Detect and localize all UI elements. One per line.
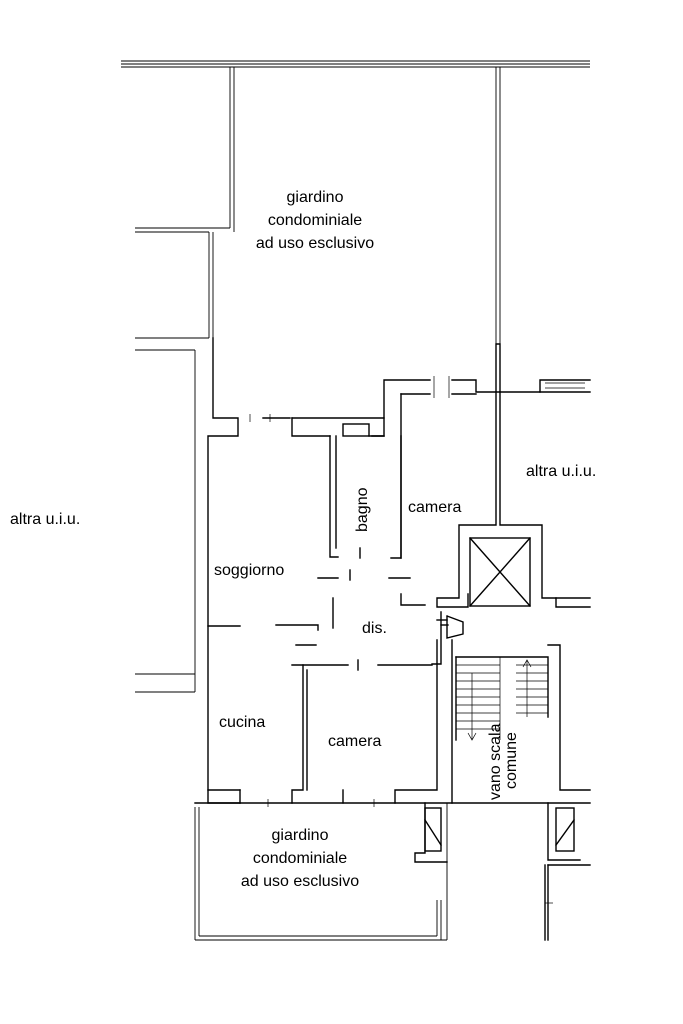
elevator-shaft [436, 391, 591, 608]
top-garden-boundary [135, 67, 501, 344]
bottom-garden-line-2: condominiale [252, 850, 348, 867]
comune-label: comune [503, 732, 520, 789]
internal-partitions [207, 569, 442, 804]
top-boundary-wall [121, 60, 590, 68]
left-unit-label: altra u.i.u. [10, 511, 81, 528]
staircase [451, 639, 591, 804]
bottom-garden-label: giardino condominiale ad uso esclusivo [210, 826, 390, 891]
top-garden-label: giardino condominiale ad uso esclusivo [230, 188, 400, 253]
bagno-walls [329, 423, 402, 559]
bottom-pilasters [414, 802, 591, 941]
bottom-garden-line-1: giardino [271, 827, 329, 844]
left-neighbour-wall [135, 337, 209, 693]
bagno-label: bagno [354, 487, 371, 533]
camera-top-label: camera [408, 499, 462, 516]
cucina-label: cucina [219, 714, 266, 731]
dis-label: dis. [362, 620, 387, 637]
top-garden-line-3: ad uso esclusivo [255, 235, 375, 252]
top-garden-line-1: giardino [286, 189, 344, 206]
top-garden-line-2: condominiale [267, 212, 363, 229]
bottom-garden-line-3: ad uso esclusivo [240, 873, 360, 890]
bottom-garden-boundary [194, 803, 448, 941]
camera-bottom-label: camera [328, 733, 382, 750]
soggiorno-label: soggiorno [214, 562, 285, 579]
window-marks [249, 376, 585, 807]
right-unit-label: altra u.i.u. [526, 463, 597, 480]
meter-box [436, 615, 464, 639]
